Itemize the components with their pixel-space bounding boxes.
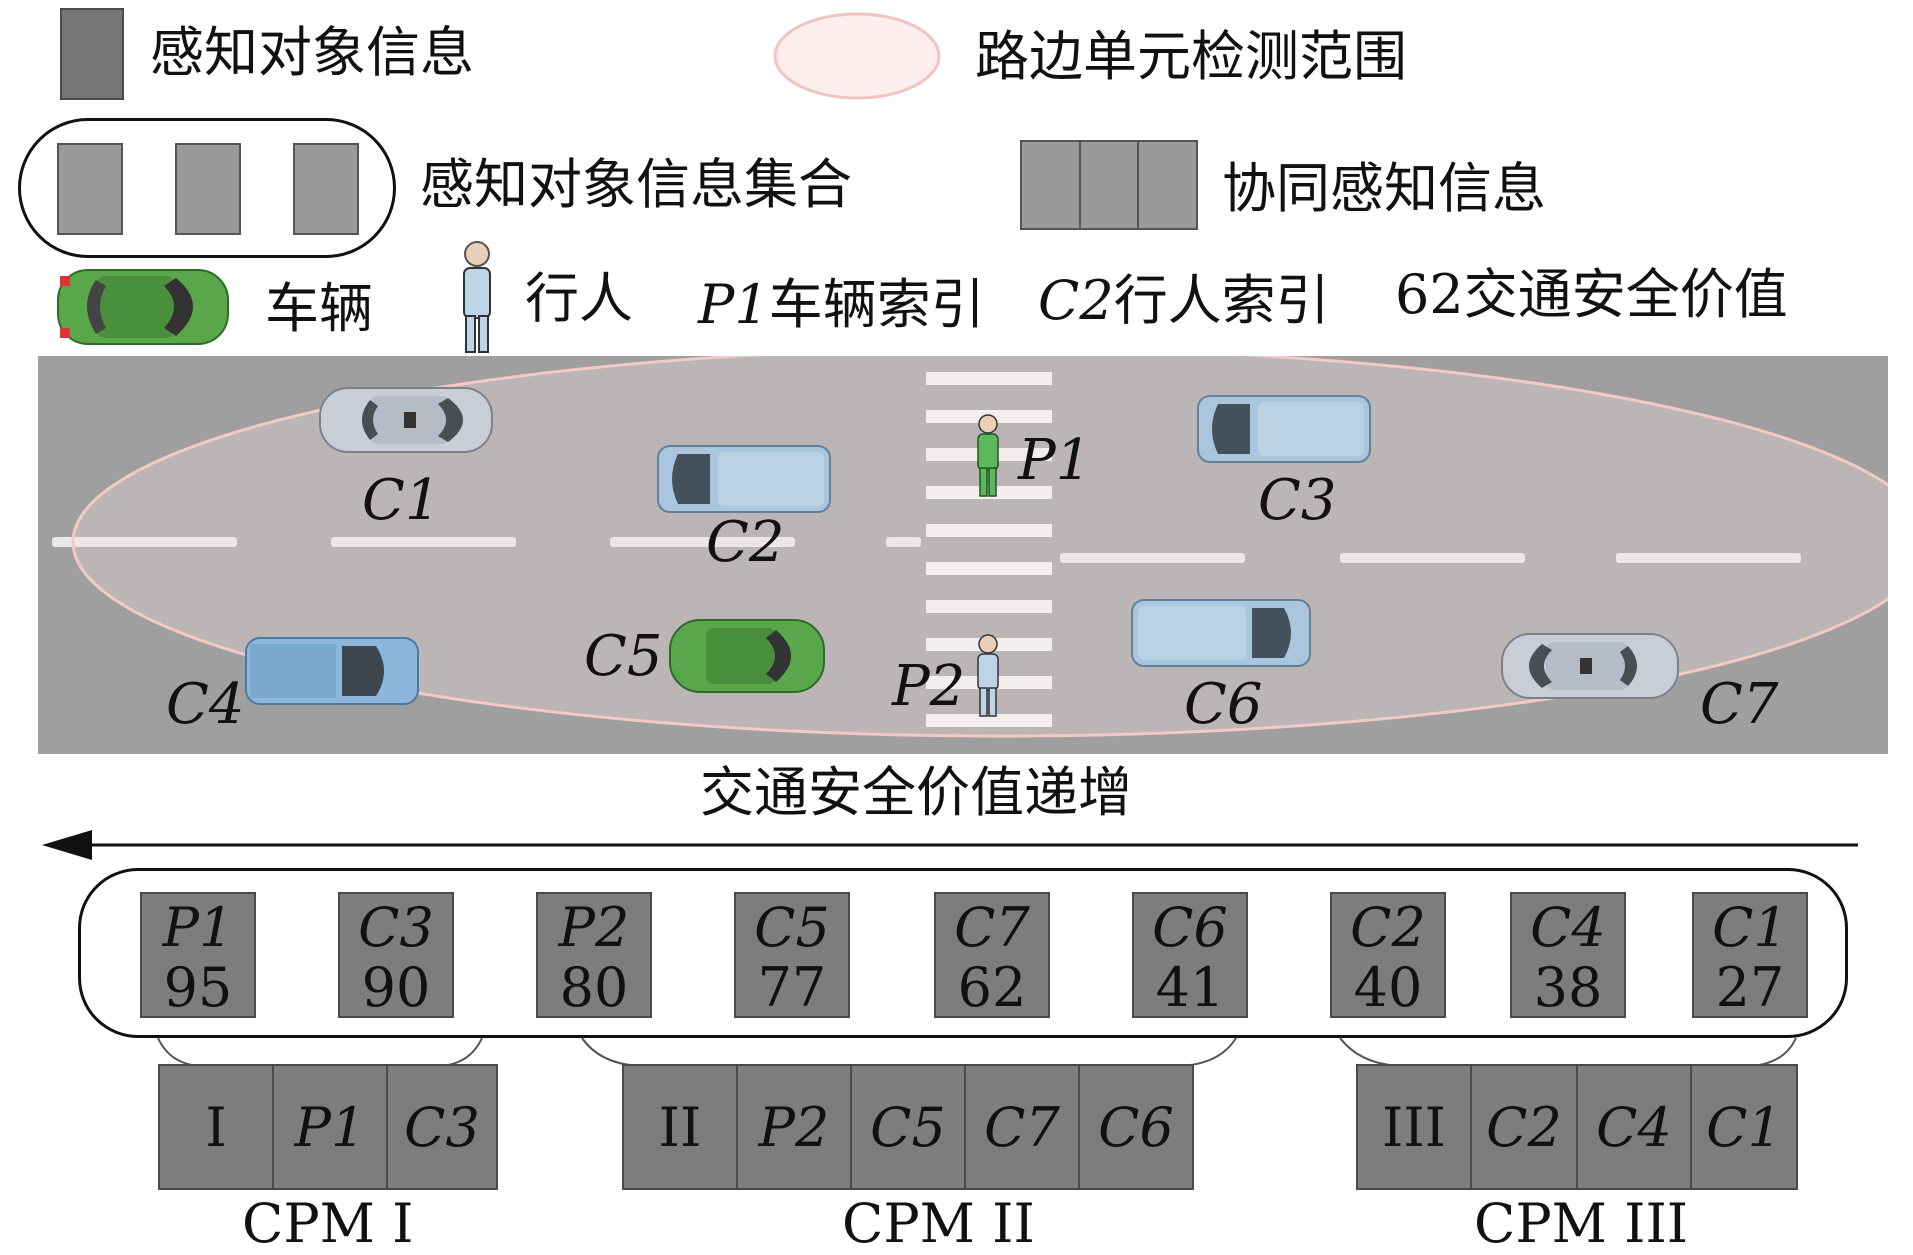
- left-arrow-icon: [42, 830, 1858, 860]
- rsu-range-icon: [773, 12, 941, 100]
- rank-id: P1: [162, 896, 234, 959]
- legend-pedestrian: 行人: [525, 267, 633, 330]
- perceived-object-icon: [60, 8, 124, 100]
- rank-value: 62: [957, 956, 1027, 1019]
- rank-id: C5: [754, 896, 830, 959]
- car-c3: [1197, 395, 1371, 463]
- pedestrian-p2: [977, 634, 999, 717]
- rank-item: C5 77: [734, 892, 850, 1018]
- car-c7: [1501, 633, 1679, 699]
- label-p1: P1: [1018, 428, 1092, 493]
- legend-perceived-object: 感知对象信息: [150, 21, 474, 84]
- cpm-1-name: CPM I: [242, 1192, 414, 1255]
- rank-value: 80: [559, 956, 629, 1019]
- rsu-detection-range: [71, 356, 1888, 738]
- rank-id: C6: [1152, 896, 1228, 959]
- cooperative-cell: [1078, 140, 1140, 230]
- cpm-2-name: CPM II: [842, 1192, 1035, 1255]
- label-c5: C5: [584, 624, 663, 689]
- rank-item: P2 80: [536, 892, 652, 1018]
- cpm-2: II P2 C5 C7 C6: [622, 1064, 1194, 1190]
- cpm-cell: C7: [964, 1064, 1080, 1190]
- pedestrian-icon: [463, 241, 491, 353]
- rank-id: C7: [954, 896, 1030, 959]
- rank-id: C2: [1350, 896, 1426, 959]
- rank-item: C4 38: [1510, 892, 1626, 1018]
- vehicle-index-text: 车辆索引: [768, 273, 985, 336]
- safety-value-text: 交通安全价值: [1463, 263, 1788, 326]
- cpm-cell: C6: [1078, 1064, 1194, 1190]
- cpm-cell: P2: [736, 1064, 852, 1190]
- car-c4: [245, 637, 419, 705]
- object-set-icon: [18, 118, 396, 258]
- label-p2: P2: [892, 654, 966, 719]
- legend-vehicle-index: P1车辆索引: [698, 278, 985, 332]
- cpm-cell: C4: [1576, 1064, 1692, 1190]
- rank-value: 77: [757, 956, 827, 1019]
- label-c4: C4: [166, 672, 245, 737]
- rank-id: P2: [558, 896, 630, 959]
- object-set-box: [57, 143, 123, 235]
- cpm-cell: C2: [1470, 1064, 1578, 1190]
- rank-id: C1: [1712, 896, 1788, 959]
- cpm-3: III C2 C4 C1: [1356, 1064, 1798, 1190]
- road-scene: [52, 356, 1888, 738]
- legend-vehicle: 车辆: [265, 277, 373, 340]
- cpm-3-name: CPM III: [1474, 1192, 1689, 1255]
- rank-value: 40: [1353, 956, 1423, 1019]
- car-c2: [657, 445, 831, 513]
- ped-index-text: 行人索引: [1113, 269, 1330, 332]
- rank-item: C6 41: [1132, 892, 1248, 1018]
- label-c1: C1: [362, 468, 441, 533]
- rank-value: 90: [361, 956, 431, 1019]
- rank-id: C4: [1530, 896, 1606, 959]
- safety-value-number: 62: [1395, 263, 1464, 326]
- rank-item: P1 95: [140, 892, 256, 1018]
- label-c2: C2: [706, 510, 785, 575]
- rank-value: 27: [1715, 956, 1785, 1019]
- object-set-box: [293, 143, 359, 235]
- legend-cooperative-info: 协同感知信息: [1222, 157, 1546, 220]
- cpm-cell: C1: [1690, 1064, 1798, 1190]
- object-set-box: [175, 143, 241, 235]
- cooperative-info-icon: [1020, 140, 1199, 230]
- vehicle-icon: [57, 269, 229, 345]
- label-c3: C3: [1258, 468, 1337, 533]
- rank-item: C2 40: [1330, 892, 1446, 1018]
- rank-value: 95: [163, 956, 233, 1019]
- legend-rsu-range: 路边单元检测范围: [975, 25, 1407, 88]
- cpm-header: I: [158, 1064, 274, 1190]
- legend-ped-index: C2行人索引: [1038, 274, 1330, 328]
- cpm-1: I P1 C3: [158, 1064, 498, 1190]
- cpm-header: III: [1356, 1064, 1472, 1190]
- rank-item: C3 90: [338, 892, 454, 1018]
- cpm-cell: C3: [386, 1064, 498, 1190]
- vehicle-index-symbol: P1: [698, 273, 769, 336]
- rank-value: 38: [1533, 956, 1603, 1019]
- label-c7: C7: [1700, 672, 1779, 737]
- car-c6: [1131, 599, 1311, 667]
- rank-item: C1 27: [1692, 892, 1808, 1018]
- ranked-object-set: [78, 868, 1848, 1038]
- lane-markings: [52, 537, 1801, 563]
- rank-item: C7 62: [934, 892, 1050, 1018]
- cpm-header: II: [622, 1064, 738, 1190]
- pedestrian-p1: [977, 414, 999, 497]
- cooperative-cell: [1137, 140, 1199, 230]
- arrow-label: 交通安全价值递增: [700, 761, 1132, 824]
- rank-id: C3: [358, 896, 434, 959]
- ped-index-symbol: C2: [1038, 269, 1114, 332]
- legend-safety-value: 62交通安全价值: [1395, 268, 1788, 322]
- cpm-cell: P1: [272, 1064, 388, 1190]
- car-c5: [669, 619, 825, 693]
- legend-object-set: 感知对象信息集合: [420, 153, 852, 216]
- cooperative-cell: [1020, 140, 1081, 230]
- cpm-cell: C5: [850, 1064, 966, 1190]
- label-c6: C6: [1184, 672, 1263, 737]
- rank-value: 41: [1155, 956, 1225, 1019]
- car-c1: [319, 387, 493, 453]
